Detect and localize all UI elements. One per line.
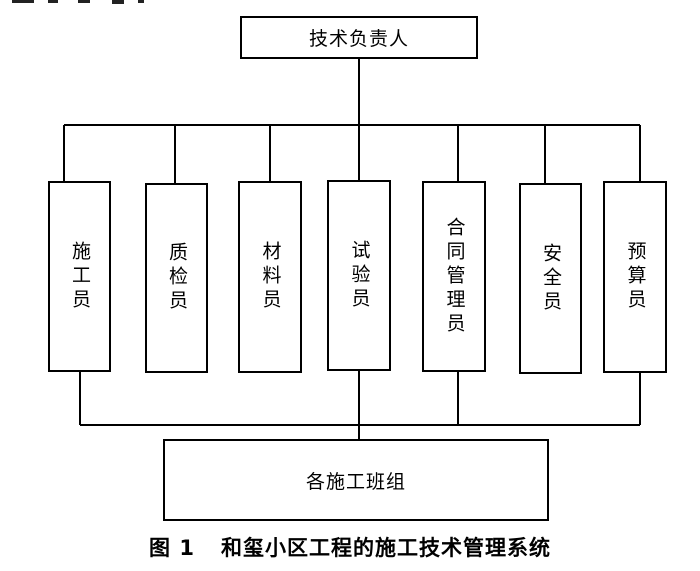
- bottom-box-work-teams: 各施工班组: [163, 439, 549, 521]
- role-label: 安全员: [540, 242, 562, 315]
- figure-caption: 图 1 和玺小区工程的施工技术管理系统: [0, 532, 700, 562]
- role-label: 施工员: [69, 240, 91, 313]
- role-label: 质检员: [166, 242, 188, 314]
- role-box-safety-officer: 安全员: [519, 183, 582, 374]
- role-box-materials-officer: 材料员: [238, 181, 302, 373]
- role-label: 试验员: [348, 239, 371, 312]
- bottom-box-label: 各施工班组: [305, 470, 406, 493]
- top-box-label: 技术负责人: [308, 28, 409, 50]
- role-box-construction-worker: 施工员: [48, 181, 111, 372]
- role-box-test-engineer: 试验员: [327, 180, 391, 371]
- role-label: 预算员: [624, 241, 647, 313]
- role-label: 材料员: [259, 241, 282, 313]
- role-box-budget-estimator: 预算员: [603, 181, 667, 373]
- role-box-contract-manager: 合同管理员: [422, 181, 486, 372]
- role-box-quality-inspector: 质检员: [145, 183, 208, 373]
- figure-number: 图 1: [149, 536, 195, 560]
- figure-title: 和玺小区工程的施工技术管理系统: [220, 536, 551, 560]
- top-box-technical-lead: 技术负责人: [240, 16, 478, 59]
- cropped-text-remnant: [12, 0, 144, 4]
- role-label: 合同管理员: [443, 216, 466, 337]
